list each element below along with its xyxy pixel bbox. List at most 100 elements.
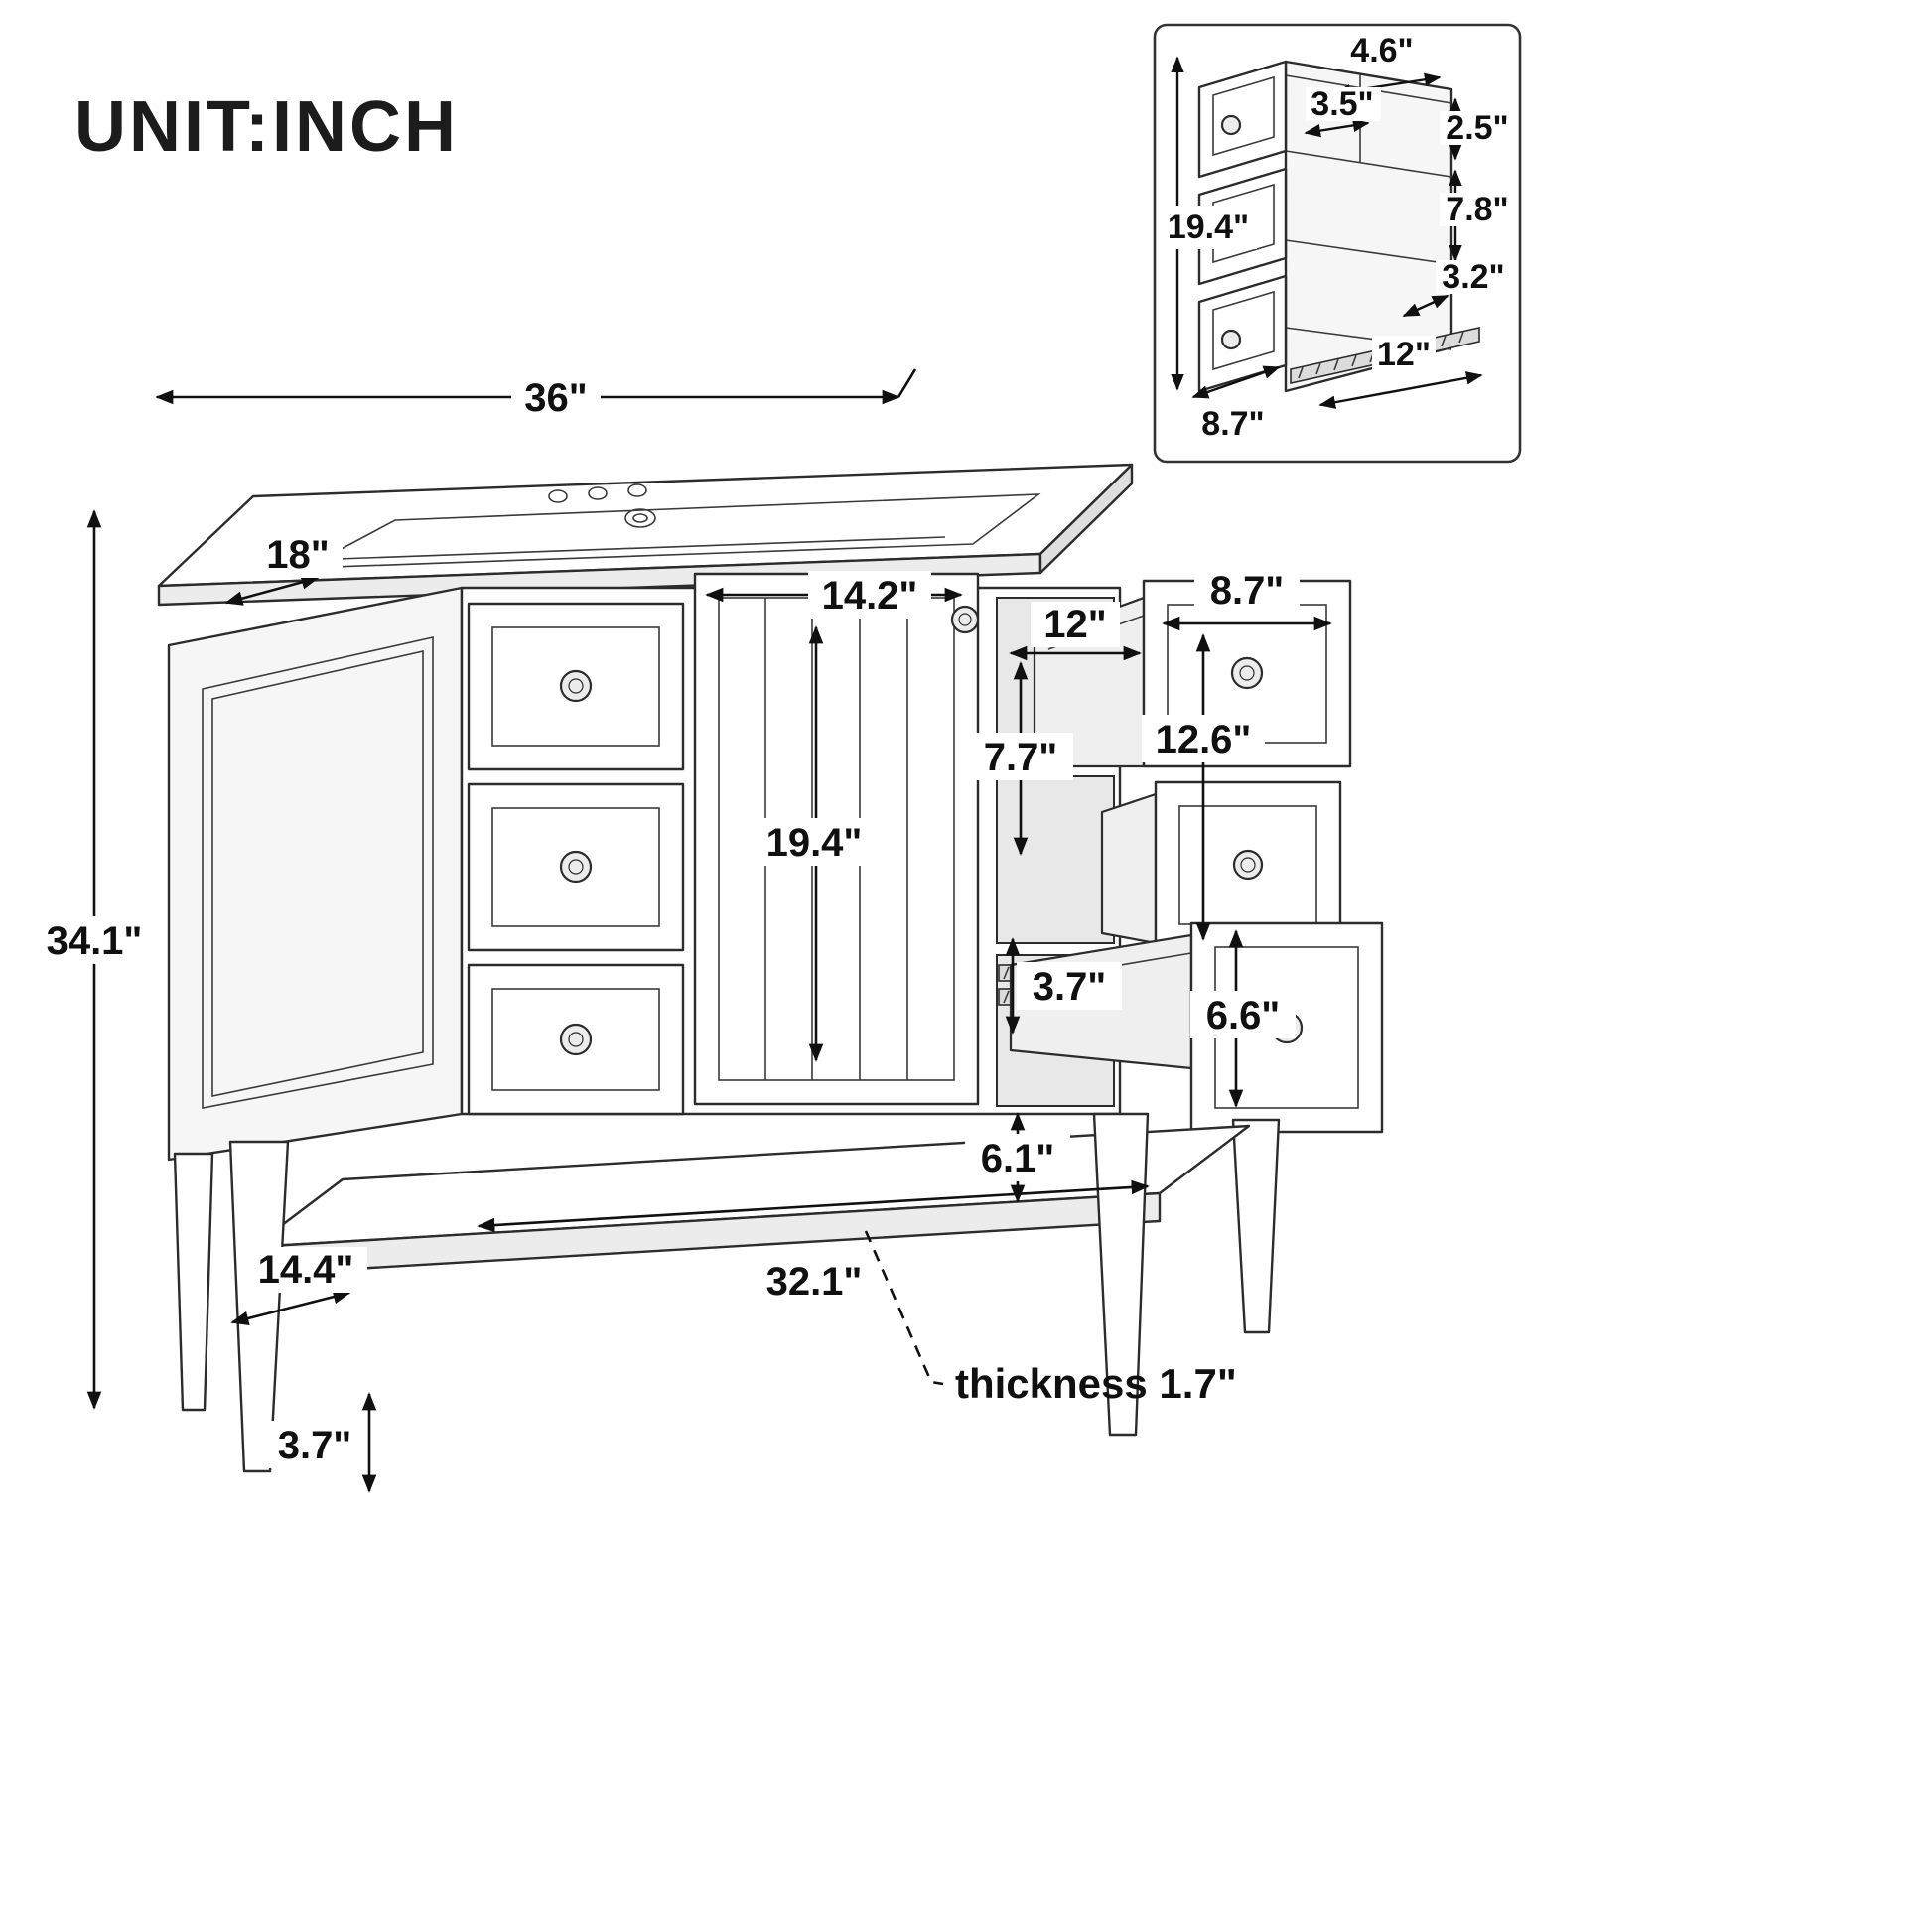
dim-counter-depth: 18" (224, 532, 343, 606)
left-drawer-3 (467, 963, 685, 1116)
inset-dim-middle-drawer-inner-depth: 7.8" (1440, 169, 1515, 262)
dim-right-drawer-stack-label: 12.6" (1156, 718, 1252, 761)
inset-drawer-1-knob (1220, 114, 1242, 136)
left-side-recessed-panel-outer (202, 636, 434, 1109)
inset-drawer-3-inner (1212, 290, 1275, 371)
inset-dim-unit-width: 8.7" (1191, 365, 1281, 443)
dim-top-drawer-width: 8.7" (1162, 568, 1332, 631)
dim-shelf-width-bg (753, 1257, 876, 1305)
inset-dim-7-8-label: 7.8" (1446, 191, 1508, 228)
door-knob-ring (958, 613, 972, 626)
dim-right-drawer-stack-height: 12.6" (1142, 633, 1265, 941)
inset-dim-3-2-bg (1436, 260, 1511, 294)
faucet-hole-center (588, 486, 608, 500)
vanity-drawing (157, 463, 1384, 1473)
dim-top-drawer-width-bg (1194, 568, 1300, 614)
inset-dim-3-5-label: 3.5" (1311, 85, 1373, 123)
left-drawer-3-inner (491, 988, 660, 1091)
right-drawer-top-knob-ring (1239, 665, 1255, 681)
dim-door-height-bg (753, 818, 876, 866)
left-drawer-2-knob-ring (568, 859, 584, 875)
inset-dim-8-7-line (1191, 365, 1281, 399)
inset-dim-8-7-label: 8.7" (1201, 405, 1264, 443)
dim-door-height: 19.4" (753, 625, 876, 1062)
left-drawer-1-knob (559, 669, 593, 703)
dim-shelf-clearance-bg (965, 1134, 1070, 1181)
right-drawer-middle-side (1100, 792, 1158, 945)
dim-top-drawer-height-bg (968, 733, 1073, 780)
dim-overall-height: 34.1" (33, 509, 156, 1410)
left-drawer-3-knob (559, 1023, 593, 1056)
left-drawer-2 (467, 782, 685, 952)
dim-door-height-label: 19.4" (766, 821, 863, 865)
inset-dim-12-bg (1372, 336, 1436, 371)
dim-counter-depth-bg (253, 532, 343, 578)
inset-dim-2-5-bg (1440, 111, 1515, 145)
dim-bottom-drawer-inner-height: 3.7" (1005, 937, 1122, 1035)
inset-dim-19-4-bg (1160, 206, 1257, 249)
dim-leg-height: 3.7" (265, 1392, 377, 1493)
inset-drawer-1-inner (1212, 75, 1275, 157)
left-drawer-1-inner (491, 626, 660, 747)
dim-shelf-depth-bg (244, 1247, 367, 1293)
dim-counter-depth-label: 18" (266, 533, 329, 577)
inset-divider-1 (1285, 150, 1452, 178)
leg-back-left (173, 1152, 214, 1412)
inset-dim-12-label: 12" (1377, 336, 1431, 373)
inset-divider-2 (1285, 239, 1452, 265)
dim-overall-height-bg (33, 916, 156, 964)
shelf-thickness-label: thickness 1.7" (955, 1360, 1237, 1407)
dim-right-drawer-stack-bg (1142, 715, 1265, 762)
inset-dim-3-5-line (1304, 118, 1370, 138)
dim-shelf-width-line (477, 1179, 1150, 1233)
sink-basin-front-line (337, 536, 946, 560)
dim-bottom-drawer-front-label: 6.6" (1206, 994, 1281, 1037)
dimension-annotations: 36" 18" 34.1" 14.2" 19.4" 12" (33, 368, 1332, 1493)
dim-shelf-width: 32.1" (477, 1179, 1150, 1305)
inset-dim-4-6-label: 4.6" (1350, 32, 1413, 69)
dim-shelf-clearance-label: 6.1" (981, 1137, 1055, 1180)
inset-dim-19-4-label: 19.4" (1168, 208, 1249, 246)
inset-dim-2-5-label: 2.5" (1446, 109, 1508, 147)
left-drawer-1 (467, 602, 685, 771)
door-knob (950, 605, 980, 634)
right-drawer-middle-knob-ring (1240, 857, 1256, 873)
dim-shelf-clearance: 6.1" (965, 1112, 1070, 1203)
dim-shelf-thickness: thickness 1.7" (864, 1230, 1237, 1407)
inset-dim-12-line (1318, 371, 1483, 409)
left-drawer-3-knob-ring (568, 1032, 584, 1047)
overflow-hole-inner (632, 513, 648, 523)
dim-overall-width-leader (897, 368, 917, 398)
dim-bottom-drawer-inner-label: 3.7" (1033, 965, 1107, 1009)
inset-dim-top-drawer-inner-depth: 2.5" (1440, 97, 1515, 161)
dim-shelf-depth-label: 14.4" (258, 1248, 354, 1292)
inset-drawer-1-front (1197, 60, 1288, 179)
dim-door-width-label: 14.2" (822, 574, 918, 618)
inset-dim-unit-height: 19.4" (1160, 56, 1257, 391)
inset-dim-3-2-label: 3.2" (1442, 258, 1504, 296)
right-drawer-top-knob (1230, 656, 1264, 690)
dim-top-drawer-width-label: 8.7" (1210, 569, 1285, 613)
dim-shelf-depth: 14.4" (230, 1247, 367, 1326)
dim-shelf-depth-line (230, 1289, 351, 1326)
left-drawer-2-inner (491, 807, 660, 927)
faucet-hole-left (548, 489, 568, 503)
dim-top-drawer-height: 7.7" (968, 661, 1073, 856)
inset-dimensions: 4.6" 3.5" 2.5" 7.8" 3.2" (1160, 32, 1515, 443)
shelf-thickness-leader (864, 1230, 944, 1386)
dim-overall-width: 36" (155, 368, 917, 421)
inset-dim-bottom-clearance: 3.2" (1402, 258, 1511, 318)
dim-overall-width-bg (511, 373, 601, 421)
counter-right-edge (1038, 463, 1134, 575)
leg-back-right (1231, 1118, 1281, 1334)
dim-counter-depth-line (224, 575, 320, 606)
dim-top-drawer-depth-bg (1031, 602, 1120, 647)
dim-bottom-drawer-front-height: 6.6" (1190, 929, 1296, 1108)
inset-dim-3-2-line (1402, 294, 1449, 318)
dim-door-width: 14.2" (705, 571, 963, 619)
dim-top-drawer-depth: 12" (1009, 602, 1142, 661)
dim-top-drawer-height-label: 7.7" (984, 736, 1058, 779)
left-drawer-1-knob-ring (568, 678, 584, 694)
